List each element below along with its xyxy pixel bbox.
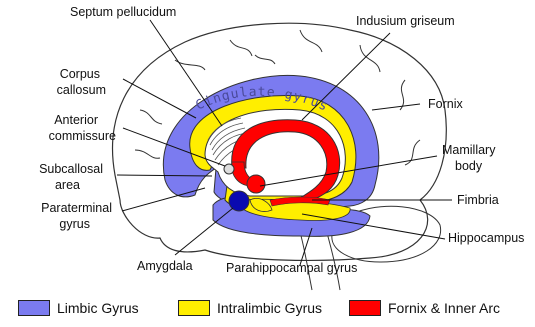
amygdala-marker xyxy=(229,191,249,211)
label-paraterminal-gyrus-line2: gyrus xyxy=(59,217,90,231)
legend-swatch-fornix xyxy=(349,300,381,316)
legend-swatch-intralimbic xyxy=(178,300,210,316)
legend-label-fornix: Fornix & Inner Arc xyxy=(388,300,500,316)
mamillary-body-marker xyxy=(247,175,265,193)
legend-item-intralimbic: Intralimbic Gyrus xyxy=(178,300,322,316)
label-anterior-commissure-line1: Anterior xyxy=(54,113,98,127)
legend-item-fornix: Fornix & Inner Arc xyxy=(349,300,500,316)
label-subcallosal-area-line1: Subcallosal xyxy=(39,162,103,176)
label-anterior-commissure-line2: commissure xyxy=(49,129,116,143)
label-parahippocampal-gyrus: Parahippocampal gyrus xyxy=(226,261,357,275)
label-fimbria: Fimbria xyxy=(457,193,499,207)
label-amygdala: Amygdala xyxy=(137,259,193,273)
label-fornix: Fornix xyxy=(428,97,463,111)
label-corpus-callosum-line2: callosum xyxy=(57,83,106,97)
label-septum-pellucidum: Septum pellucidum xyxy=(70,5,176,19)
legend-label-intralimbic: Intralimbic Gyrus xyxy=(217,300,322,316)
label-hippocampus: Hippocampus xyxy=(448,231,524,245)
label-paraterminal-gyrus-line1: Paraterminal xyxy=(41,201,112,215)
anterior-commissure-marker xyxy=(224,164,234,174)
legend-label-limbic: Limbic Gyrus xyxy=(57,300,139,316)
label-corpus-callosum-line1: Corpus xyxy=(60,67,100,81)
label-indusium-griseum: Indusium griseum xyxy=(356,14,455,28)
label-mamillary-body-line1: Mamillary xyxy=(442,143,496,157)
legend-item-limbic: Limbic Gyrus xyxy=(18,300,139,316)
limbic-system-diagram: Cingulate gyrus Septum pellucidum Indusi… xyxy=(0,0,535,296)
legend: Limbic Gyrus Intralimbic Gyrus Fornix & … xyxy=(0,296,535,324)
label-subcallosal-area-line2: area xyxy=(55,178,80,192)
label-mamillary-body-line2: body xyxy=(455,159,483,173)
legend-swatch-limbic xyxy=(18,300,50,316)
